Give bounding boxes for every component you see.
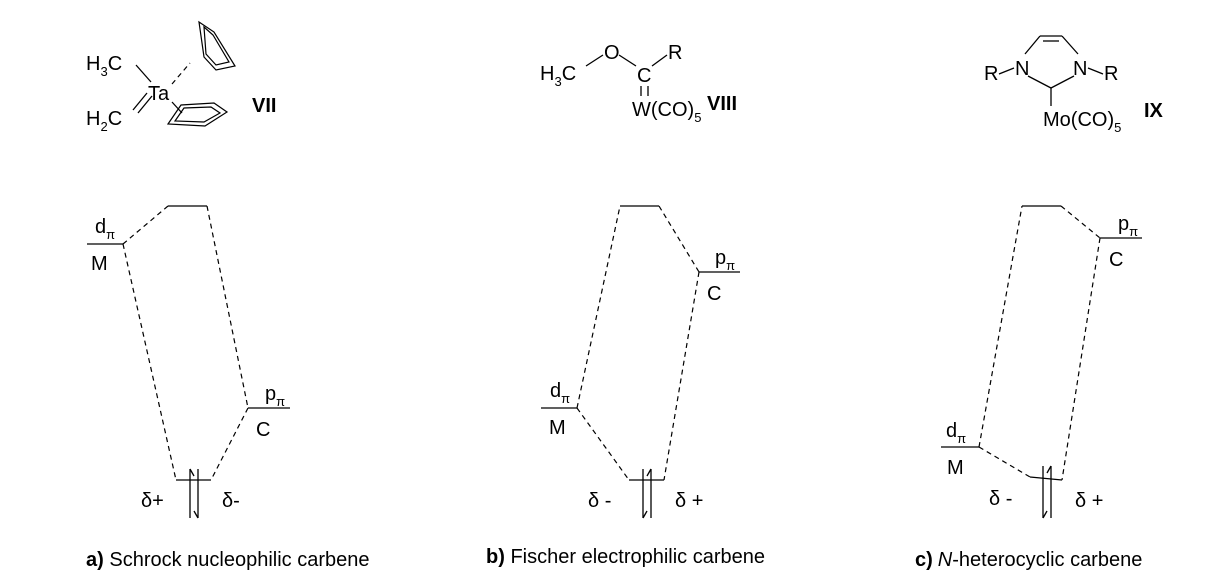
c-dash-c-to-bonding bbox=[1061, 237, 1101, 481]
a-dash-m-to-antibonding bbox=[122, 205, 169, 245]
viii-o: O bbox=[604, 42, 620, 64]
vii-cp-upper-bond bbox=[171, 62, 191, 85]
b-dash-m-to-bonding bbox=[576, 407, 630, 481]
c-electron-pair bbox=[1042, 465, 1052, 519]
a-c-label: C bbox=[256, 419, 270, 441]
b-delta-left: δ - bbox=[588, 490, 611, 512]
vii-h3c: H3C bbox=[86, 53, 122, 79]
c-delta-left: δ - bbox=[989, 488, 1012, 510]
caption-b: b) Fischer electrophilic carbene bbox=[486, 546, 765, 568]
mo-diagram-a: dπ M pπ C δ+ δ- bbox=[87, 205, 290, 519]
ix-label: IX bbox=[1144, 100, 1164, 122]
b-dash-m-to-antibonding bbox=[576, 205, 621, 409]
c-dash-m-to-bonding bbox=[978, 446, 1031, 478]
c-p-pi-label: pπ bbox=[1118, 213, 1138, 239]
c-dash-m-to-antibonding bbox=[978, 205, 1023, 448]
a-dash-m-to-bonding bbox=[122, 243, 177, 481]
mo-diagram-c: dπ M pπ C δ - δ + bbox=[941, 205, 1142, 519]
vii-cp-upper-ring bbox=[198, 20, 236, 71]
b-c-label: C bbox=[707, 283, 721, 305]
caption-c: c)N-heterocyclic carbene bbox=[915, 549, 1142, 571]
c-dash-antibonding-to-c bbox=[1060, 205, 1101, 239]
structure-vii: H3C H2C Ta VII bbox=[86, 20, 276, 134]
ix-r-right: R bbox=[1104, 63, 1118, 85]
b-p-pi-label: pπ bbox=[715, 247, 735, 273]
vii-h2c: H2C bbox=[86, 108, 122, 134]
viii-h3c: H3C bbox=[540, 63, 576, 89]
a-m-label: M bbox=[91, 253, 108, 275]
a-dash-antibonding-to-c bbox=[206, 205, 249, 409]
c-delta-right: δ + bbox=[1075, 490, 1103, 512]
a-delta-right: δ- bbox=[222, 490, 240, 512]
c-m-label: M bbox=[947, 457, 964, 479]
viii-r: R bbox=[668, 42, 682, 64]
viii-c-o-bond bbox=[585, 54, 604, 67]
vii-ta: Ta bbox=[148, 83, 170, 105]
b-dash-antibonding-to-c bbox=[658, 205, 700, 273]
b-d-pi-label: dπ bbox=[550, 380, 570, 406]
viii-c: C bbox=[637, 65, 651, 87]
ix-n-r-right-bond bbox=[1087, 67, 1104, 75]
a-p-pi-label: pπ bbox=[265, 383, 285, 409]
viii-w-co: W(CO)5 bbox=[632, 99, 701, 125]
a-electron-pair bbox=[189, 468, 199, 519]
b-electron-pair bbox=[642, 468, 652, 519]
a-d-pi-label: dπ bbox=[95, 216, 115, 242]
vii-cp-lower-bond bbox=[171, 101, 183, 114]
b-delta-right: δ + bbox=[675, 490, 703, 512]
viii-o-c-bond bbox=[618, 54, 637, 67]
a-dash-c-to-bonding bbox=[210, 407, 249, 481]
vii-label: VII bbox=[252, 95, 276, 117]
ix-r-n-left-bond bbox=[998, 67, 1015, 75]
b-m-label: M bbox=[549, 417, 566, 439]
vii-ta-ch2-bond-2 bbox=[132, 92, 148, 111]
a-delta-left: δ+ bbox=[141, 490, 164, 512]
ix-imidazole-ring bbox=[1024, 35, 1079, 89]
c-c-label: C bbox=[1109, 249, 1123, 271]
structure-viii: H3C O C R W(CO)5 VIII bbox=[540, 42, 737, 125]
ix-n-right: N bbox=[1073, 58, 1087, 80]
mo-diagram-b: dπ M pπ C δ - δ + bbox=[541, 205, 740, 519]
vii-cp-lower-ring bbox=[166, 102, 229, 127]
viii-label: VIII bbox=[707, 93, 737, 115]
c-bonding-level bbox=[1029, 476, 1063, 481]
structure-ix: R N N R Mo(CO)5 IX bbox=[984, 35, 1164, 135]
ix-mo-co: Mo(CO)5 bbox=[1043, 109, 1121, 135]
vii-ta-ch3-bond bbox=[135, 64, 152, 83]
viii-c-r-bond bbox=[651, 54, 668, 67]
vii-ta-ch2-bond-1 bbox=[137, 95, 153, 114]
caption-a: a) Schrock nucleophilic carbene bbox=[86, 549, 370, 571]
b-dash-c-to-bonding bbox=[663, 271, 700, 481]
ix-n-left: N bbox=[1015, 58, 1029, 80]
c-d-pi-label: dπ bbox=[946, 420, 966, 446]
ix-r-left: R bbox=[984, 63, 998, 85]
